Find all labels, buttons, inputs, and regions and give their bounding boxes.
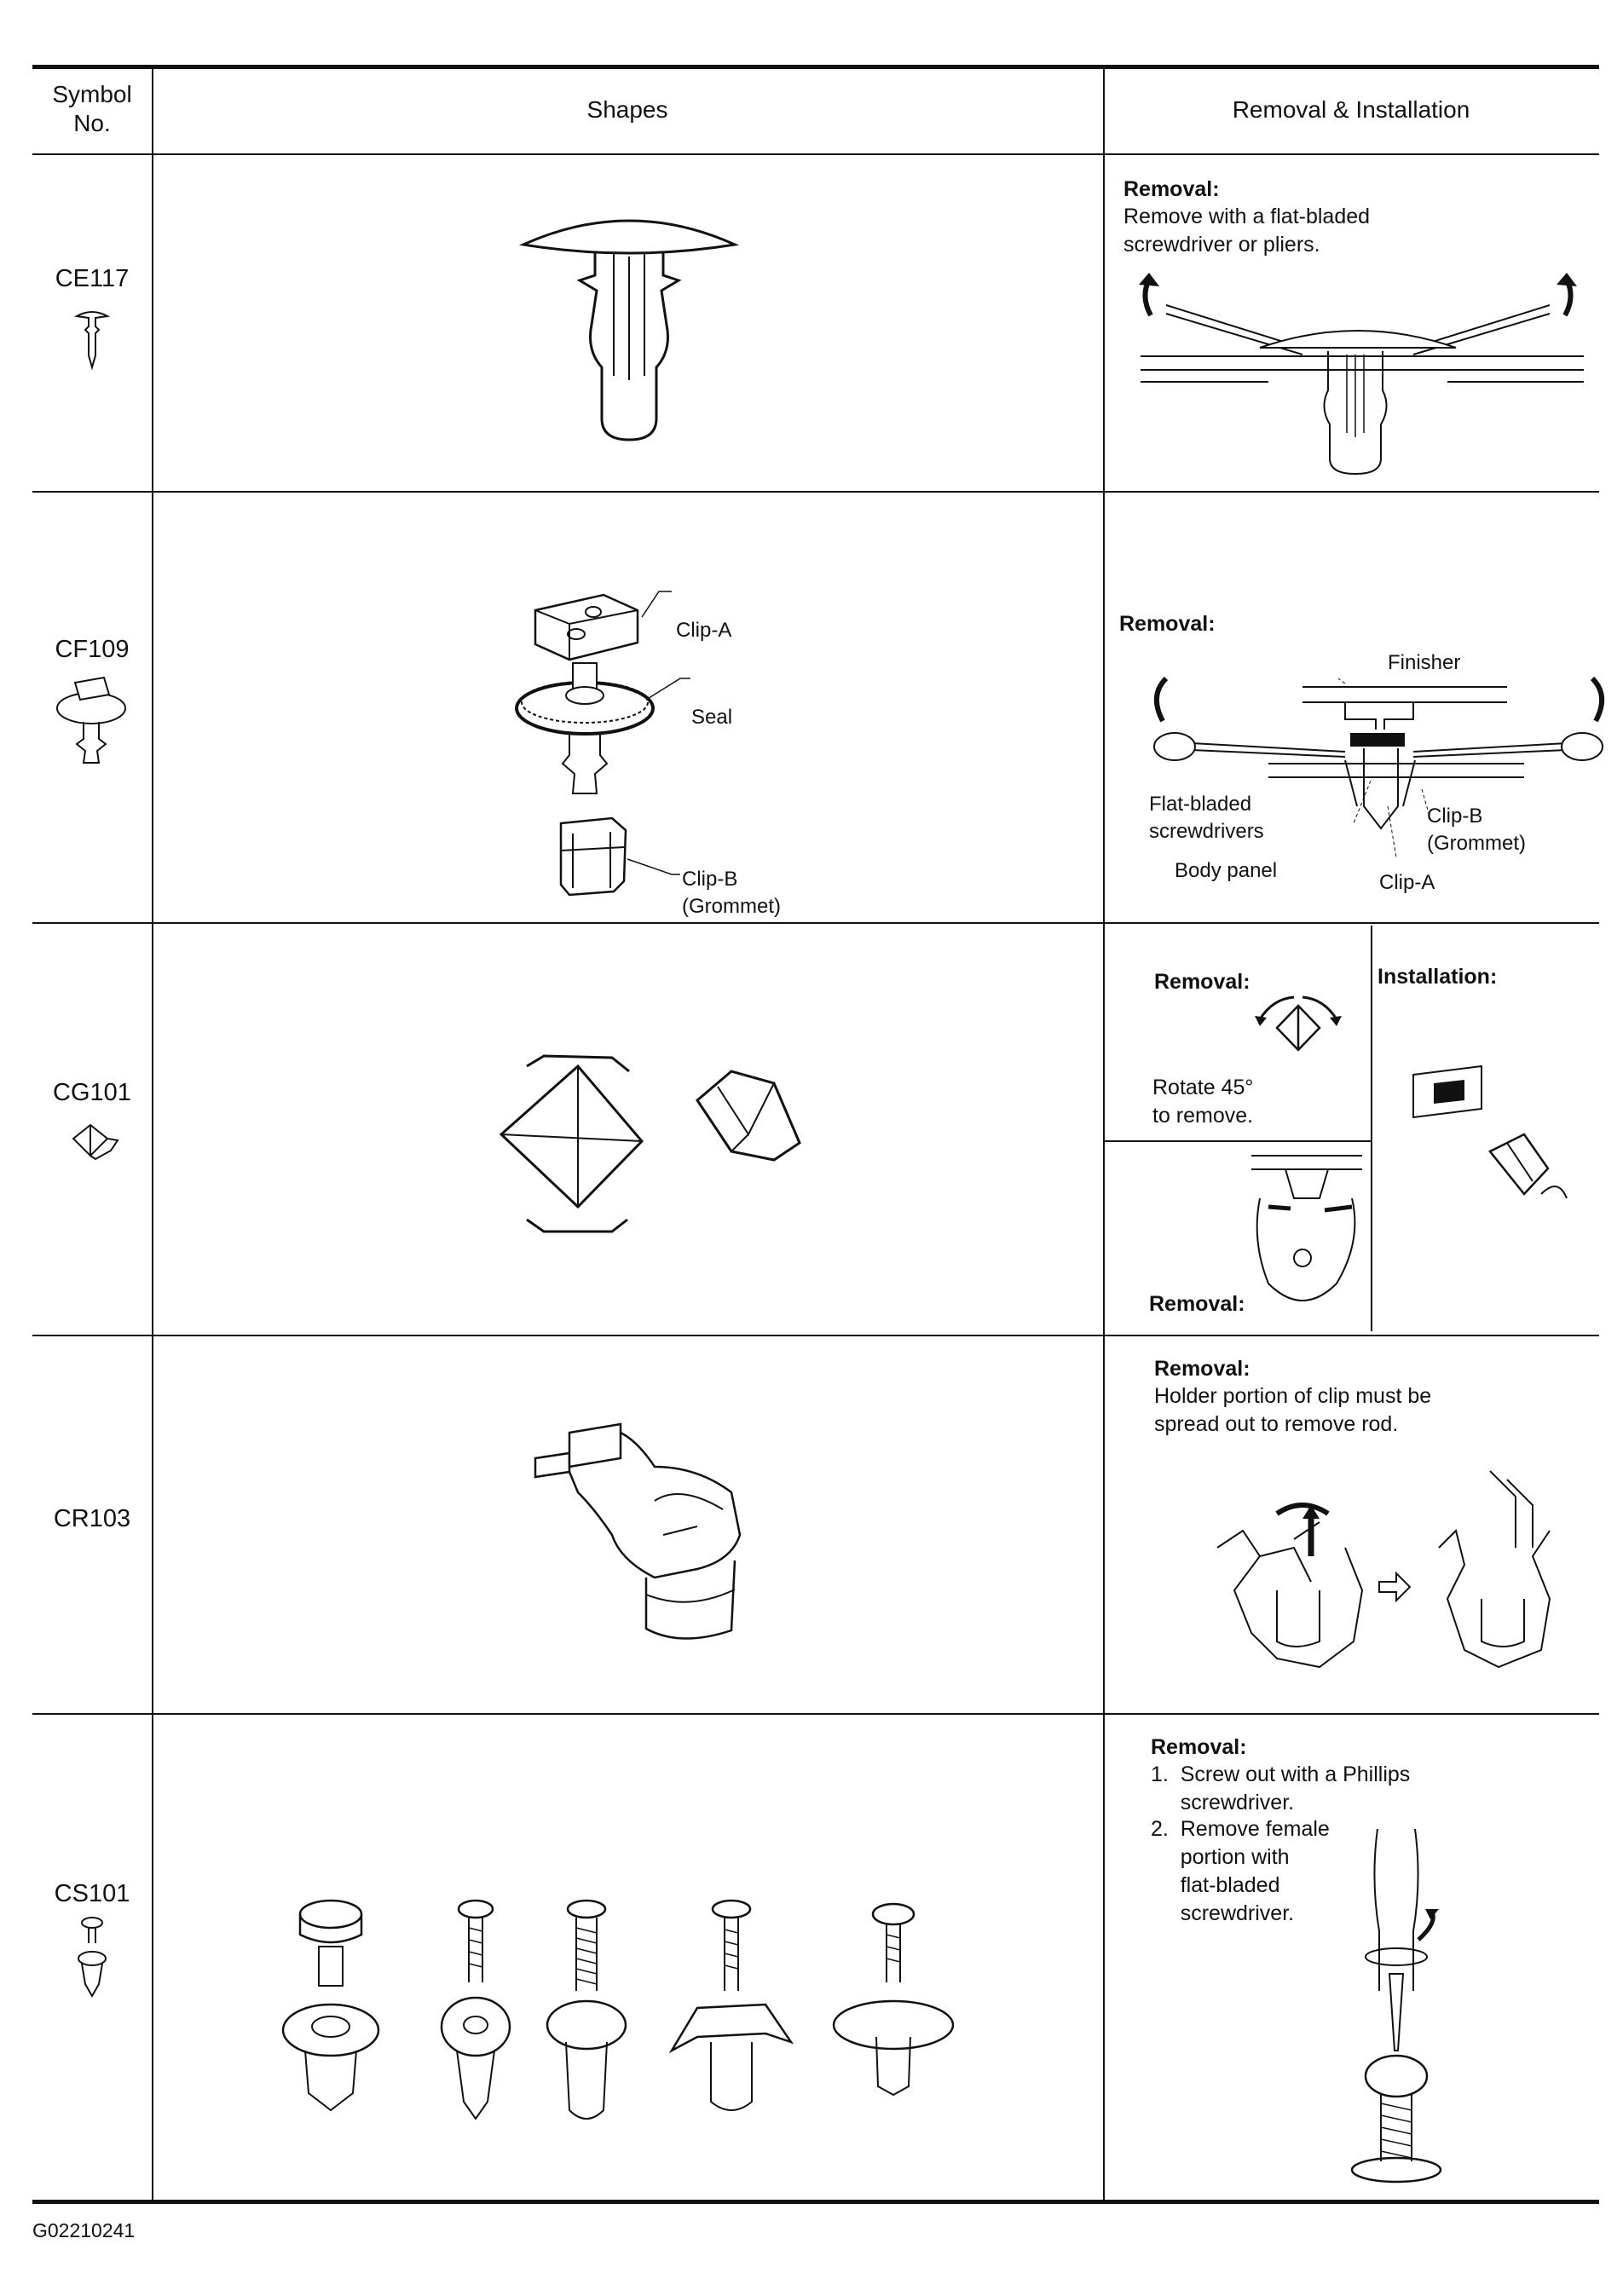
cr103-removal-title: Removal: — [1154, 1357, 1250, 1381]
symbol-code-cf109: CF109 — [55, 636, 130, 663]
ce117-symbol-icon — [75, 308, 109, 376]
header-removal-installation: Removal & Installation — [1232, 96, 1470, 123]
cf109-label-clip-a: Clip-A — [676, 619, 732, 642]
cf109-label-finisher: Finisher — [1388, 651, 1461, 674]
symbol-code-cr103: CR103 — [53, 1505, 131, 1532]
cg101-shape-drawing — [493, 1049, 808, 1254]
cf109-removal-title: Removal: — [1119, 612, 1216, 636]
cg101-panel-divider-v — [1371, 926, 1372, 1331]
cr103-shape-drawing — [527, 1407, 783, 1663]
cg101-pliers-drawing — [1251, 1147, 1362, 1326]
cs101-removal-title: Removal: — [1151, 1735, 1247, 1759]
clip-table: Symbol No. Shapes Removal & Installation… — [32, 65, 1599, 2204]
ce117-removal-drawing — [1139, 273, 1584, 476]
ce117-shape-drawing — [518, 205, 740, 444]
cg101-rotate-text: Rotate 45° to remove. — [1152, 1076, 1254, 1128]
table-bottom-border — [32, 2200, 1599, 2204]
ce117-removal-text: Remove with a flat-bladed screwdriver or… — [1123, 205, 1371, 257]
cf109-shape-drawing — [510, 551, 791, 909]
cg101-removal-title-2: Removal: — [1149, 1292, 1245, 1316]
symbol-code-cg101: CG101 — [53, 1079, 131, 1106]
column-divider — [152, 65, 153, 2204]
cg101-symbol-icon — [70, 1122, 121, 1164]
cf109-label-body-panel: Body panel — [1175, 859, 1278, 882]
cs101-symbol-icon — [75, 1916, 109, 2001]
row-divider — [32, 1335, 1599, 1336]
cs101-removal-drawing — [1337, 1820, 1464, 2187]
cf109-label-seal: Seal — [691, 706, 733, 729]
symbol-code-ce117: CE117 — [55, 265, 130, 292]
cg101-removal-title: Removal: — [1154, 970, 1250, 994]
header-divider — [32, 153, 1599, 155]
cg101-installation-drawing — [1396, 1058, 1584, 1254]
header-shapes: Shapes — [586, 96, 668, 123]
figure-id: G02210241 — [32, 2219, 136, 2241]
row-divider — [32, 922, 1599, 924]
cf109-symbol-icon — [53, 674, 130, 768]
cg101-rotate-drawing — [1255, 994, 1342, 1062]
cs101-shape-drawing — [280, 1897, 1013, 2161]
header-symbol-no: Symbol No. — [52, 81, 132, 136]
ce117-removal-title: Removal: — [1123, 177, 1220, 201]
cf109-label-clip-b-grommet: Clip-B (Grommet) — [1427, 805, 1526, 855]
symbol-code-cs101: CS101 — [54, 1880, 130, 1907]
cf109-removal-drawing — [1141, 678, 1618, 874]
cg101-installation-title: Installation: — [1378, 965, 1498, 989]
cg101-panel-divider-h — [1105, 1140, 1371, 1142]
cf109-label-flat-bladed-screwdrivers: Flat-bladed screwdrivers — [1149, 793, 1264, 843]
column-divider — [1103, 65, 1105, 2204]
cf109-label-clip-a: Clip-A — [1379, 871, 1435, 894]
row-divider — [32, 1713, 1599, 1715]
cr103-removal-drawing — [1209, 1462, 1567, 1684]
cs101-step-2: 2. Remove female portion with flat-blade… — [1151, 1817, 1330, 1925]
cr103-removal-text: Holder portion of clip must be spread ou… — [1154, 1384, 1432, 1436]
cf109-label-clip-b: Clip-B (Grommet) — [682, 868, 781, 918]
cs101-step-1: 1. Screw out with a Phillips screwdriver… — [1151, 1762, 1411, 1814]
table-top-border — [32, 65, 1599, 69]
row-divider — [32, 491, 1599, 493]
